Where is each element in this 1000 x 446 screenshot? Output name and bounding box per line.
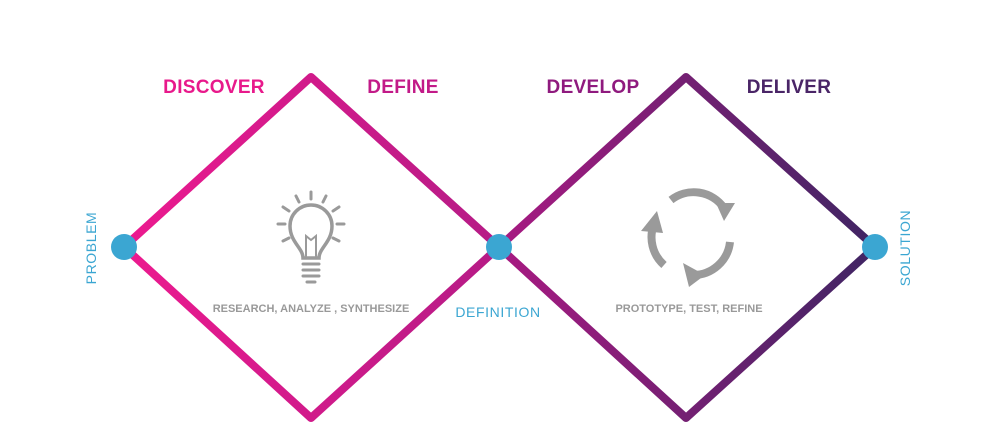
solution-label: SOLUTION bbox=[897, 210, 913, 286]
cycle-arrowheads bbox=[641, 203, 735, 287]
right-activities-text: PROTOTYPE, TEST, REFINE bbox=[615, 303, 762, 315]
phase-deliver-label: DELIVER bbox=[747, 77, 831, 98]
phase-define-label: DEFINE bbox=[367, 77, 438, 98]
develop-deliver-diamond bbox=[495, 73, 879, 422]
lightbulb-icon bbox=[276, 190, 346, 284]
problem-label: PROBLEM bbox=[83, 212, 99, 285]
discover-define-diamond bbox=[120, 73, 503, 422]
solution-node bbox=[862, 234, 888, 260]
phase-discover-label: DISCOVER bbox=[163, 77, 265, 98]
left-activities-text: RESEARCH, ANALYZE , SYNTHESIZE bbox=[213, 303, 410, 315]
problem-node bbox=[111, 234, 137, 260]
definition-label: DEFINITION bbox=[455, 304, 540, 320]
definition-node bbox=[486, 234, 512, 260]
phase-develop-label: DEVELOP bbox=[547, 77, 640, 98]
